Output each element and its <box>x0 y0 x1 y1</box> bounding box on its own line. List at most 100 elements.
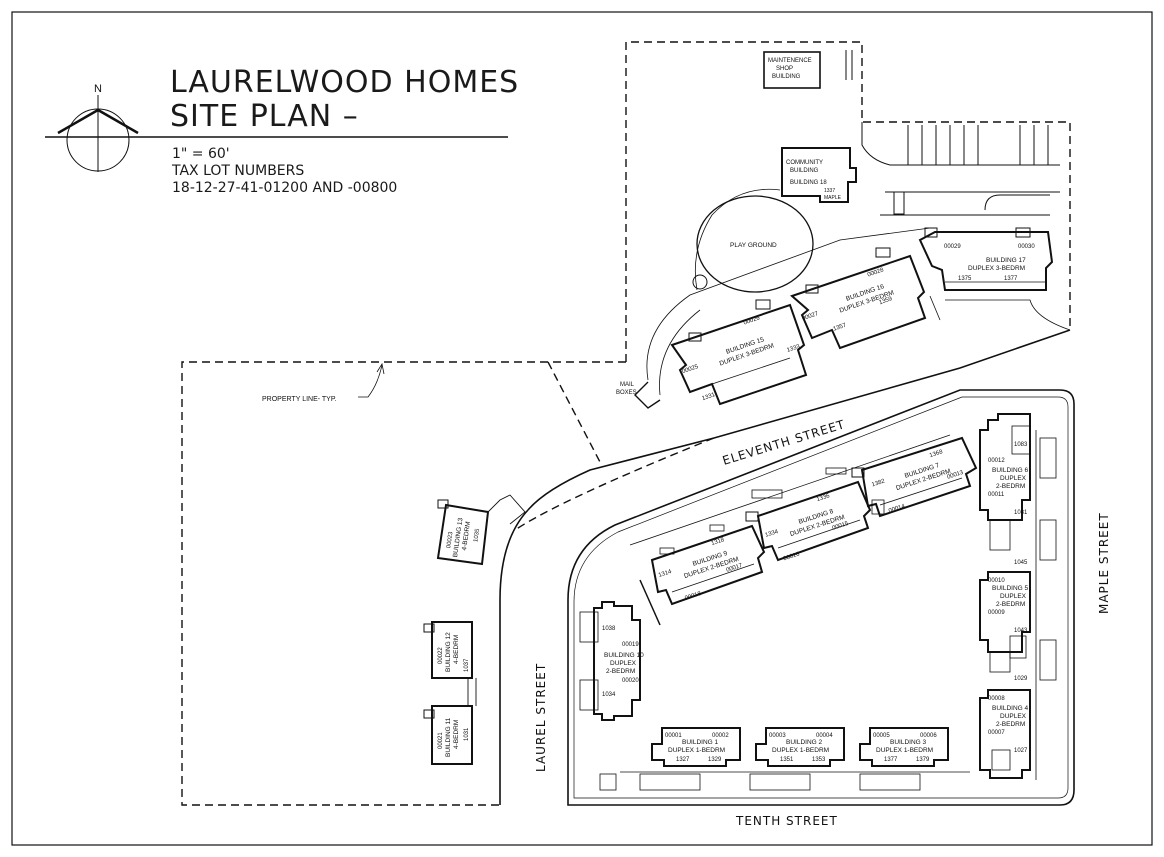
building-3-name: BUILDING 3 <box>890 739 927 746</box>
property-line-leader <box>358 364 383 398</box>
tax-lot-label: TAX LOT NUMBERS <box>172 163 305 179</box>
plan-info: 1" = 60' TAX LOT NUMBERS 18-12-27-41-012… <box>172 146 397 197</box>
building-10-lot-b: 00020 <box>622 678 639 684</box>
building-7-lot-a: 00014 <box>888 503 906 514</box>
building-16-lot-b: 00028 <box>867 267 885 278</box>
mail-boxes <box>634 381 661 409</box>
building-7 <box>860 436 978 518</box>
building-7-addr-b: 1368 <box>929 449 944 459</box>
building-10-type-2: 2-BEDRM <box>606 668 635 675</box>
building-13-lot: 00023 <box>446 531 454 549</box>
play-ground-label: PLAY GROUND <box>730 242 777 249</box>
building-6-lot-b: 00011 <box>988 492 1005 498</box>
building-12-name: BUILDING 12 <box>445 632 452 672</box>
plan-title-line-2: SITE PLAN – <box>170 99 359 134</box>
property-line-label: PROPERTY LINE- TYP. <box>262 396 337 403</box>
building-5-addr-a: 1043 <box>1014 628 1028 634</box>
building-7-lot-b: 00013 <box>946 470 964 481</box>
plan-title-line-1: LAURELWOOD HOMES <box>170 65 520 100</box>
building-3-addr-b: 1379 <box>916 757 930 763</box>
building-13-addr: 1035 <box>473 528 481 543</box>
building-15-addr-b: 1333 <box>786 344 801 354</box>
building-17-type: DUPLEX 3-BEDRM <box>968 265 1025 272</box>
building-5-lot-a: 00010 <box>988 578 1005 584</box>
building-3-addr-a: 1377 <box>884 757 898 763</box>
building-2-name: BUILDING 2 <box>786 739 823 746</box>
mail-boxes-label-1: MAIL <box>620 382 635 388</box>
mail-boxes-label-2: BOXES <box>616 390 637 396</box>
building-16 <box>790 254 927 350</box>
community-label-3: BUILDING 18 <box>790 180 827 186</box>
building-17 <box>918 231 1054 291</box>
building-6-lot-a: 00012 <box>988 458 1005 464</box>
building-5-addr-b: 1045 <box>1014 560 1028 566</box>
building-9-lot-b: 00017 <box>726 563 744 574</box>
plan-title: LAURELWOOD HOMES SITE PLAN – <box>170 66 519 134</box>
parking-lot <box>861 122 1060 216</box>
building-3-lot-a: 00005 <box>873 733 890 739</box>
property-line <box>181 41 1071 806</box>
building-16-addr-a: 1357 <box>833 322 848 332</box>
maintenance-label-1: MAINTENENCE <box>768 58 812 64</box>
building-13 <box>436 503 490 566</box>
building-3-type: DUPLEX 1-BEDRM <box>876 747 933 754</box>
street-label-maple: MAPLE STREET <box>1097 512 1111 614</box>
community-building <box>781 147 857 203</box>
building-4-type-2: 2-BEDRM <box>996 721 1025 728</box>
building-17-lot-b: 00030 <box>1018 244 1035 250</box>
building-2 <box>755 727 845 767</box>
building-4-type-1: DUPLEX <box>1000 713 1027 720</box>
building-7-addr-a: 1382 <box>871 478 886 488</box>
building-2-type: DUPLEX 1-BEDRM <box>772 747 829 754</box>
building-6 <box>979 413 1031 521</box>
community-address-1: 1337 <box>824 188 835 194</box>
building-13-type: 4-BEDRM <box>461 521 472 551</box>
building-8-lot-b: 00015 <box>832 521 850 532</box>
building-15 <box>670 303 808 406</box>
building-10-addr-b: 1034 <box>602 692 616 698</box>
building-1-name: BUILDING 1 <box>682 739 719 746</box>
building-17-addr-b: 1377 <box>1004 276 1018 282</box>
building-12-labels: 00022 BUILDING 12 4-BEDRM 1037 <box>438 632 470 672</box>
street-label-eleventh: ELEVENTH STREET <box>721 417 847 468</box>
building-5-type-1: DUPLEX <box>1000 593 1027 600</box>
building-17-addr-a: 1375 <box>958 276 972 282</box>
building-1-type: DUPLEX 1-BEDRM <box>668 747 725 754</box>
building-4-addr-a: 1027 <box>1014 748 1028 754</box>
building-6-type-2: 2-BEDRM <box>996 483 1025 490</box>
street-label-tenth: TENTH STREET <box>735 814 838 828</box>
building-15-lot-b: 00026 <box>743 315 761 326</box>
building-3-lot-b: 00006 <box>920 733 937 739</box>
building-4 <box>979 689 1031 779</box>
sheet-border <box>11 11 1153 846</box>
building-16-addr-b: 1359 <box>878 296 893 306</box>
building-8-addr-a: 1334 <box>764 529 779 539</box>
building-6-addr-a: 1083 <box>1014 442 1028 448</box>
building-11-addr: 1031 <box>464 727 470 741</box>
building-11-lot: 00021 <box>438 732 444 749</box>
building-12-lot: 00022 <box>438 647 444 664</box>
building-5 <box>979 571 1031 653</box>
building-2-addr-b: 1353 <box>812 757 826 763</box>
building-4-lot-a: 00008 <box>988 696 1005 702</box>
building-6-name: BUILDING 6 <box>992 467 1029 474</box>
building-10-addr-a: 1038 <box>602 626 616 632</box>
street-curbs <box>499 329 1075 806</box>
building-2-lot-b: 00004 <box>816 733 833 739</box>
community-label-2: BUILDING <box>790 168 819 174</box>
building-10-name: BUILDING 10 <box>604 652 644 659</box>
building-10-type-1: DUPLEX <box>610 660 637 667</box>
building-5-lot-b: 00009 <box>988 610 1005 616</box>
maintenance-label-3: BUILDING <box>772 74 801 80</box>
building-4-lot-b: 00007 <box>988 730 1005 736</box>
building-6-type-1: DUPLEX <box>1000 475 1027 482</box>
building-6-addr-b: 1081 <box>1014 510 1028 516</box>
building-1-lot-a: 00001 <box>665 733 682 739</box>
building-8-addr-b: 1336 <box>816 493 831 503</box>
plan-scale: 1" = 60' <box>172 146 230 162</box>
building-13-labels: 00023 BUILDING 13 4-BEDRM 1035 <box>446 517 481 558</box>
community-address-2: MAPLE <box>824 195 842 201</box>
building-5-addr-extra: 1029 <box>1014 676 1028 682</box>
building-3 <box>859 727 949 767</box>
building-11-type: 4-BEDRM <box>453 720 460 749</box>
